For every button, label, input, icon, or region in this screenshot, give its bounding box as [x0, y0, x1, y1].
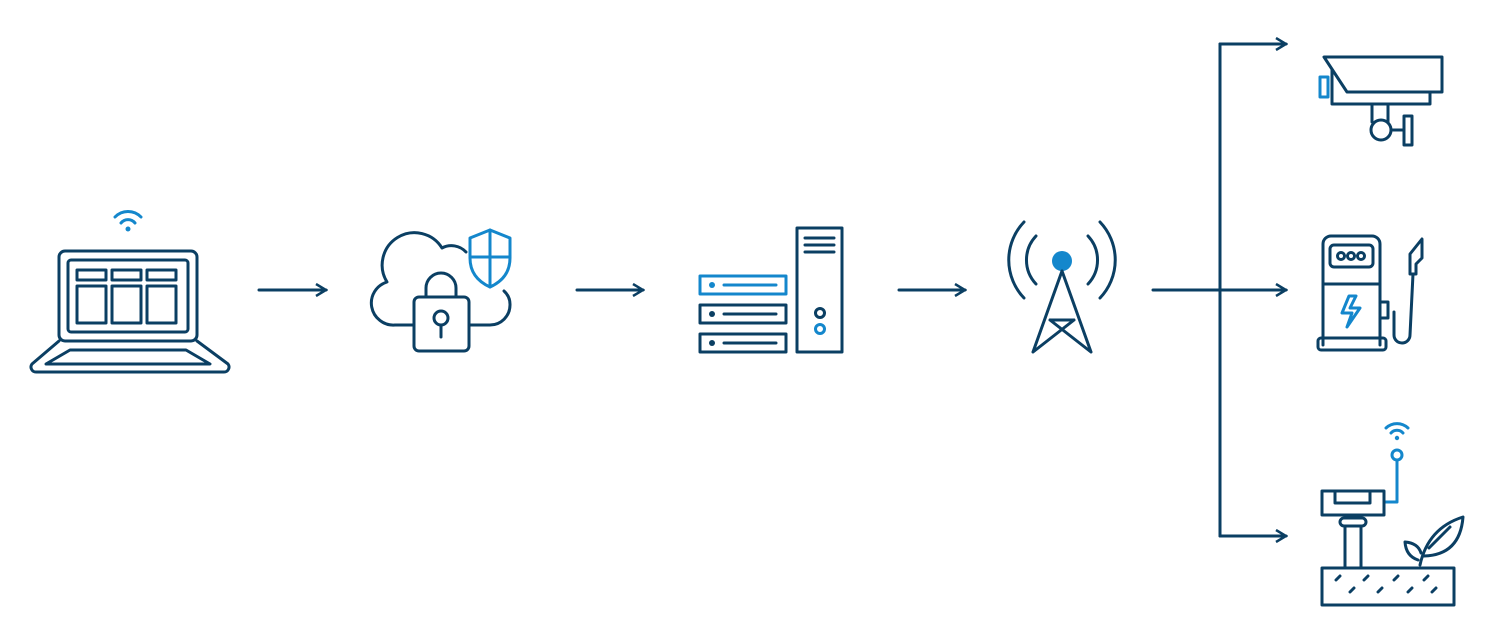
- soil-sensor-icon: [1320, 422, 1465, 607]
- server-icon: [698, 226, 844, 354]
- laptop-wifi-icon: [29, 210, 231, 374]
- secure-cloud-icon: [369, 228, 512, 353]
- flow-arrows: [257, 44, 1286, 536]
- security-camera-icon: [1318, 55, 1444, 147]
- cell-tower-icon: [1007, 220, 1117, 354]
- ev-charger-icon: [1316, 234, 1424, 352]
